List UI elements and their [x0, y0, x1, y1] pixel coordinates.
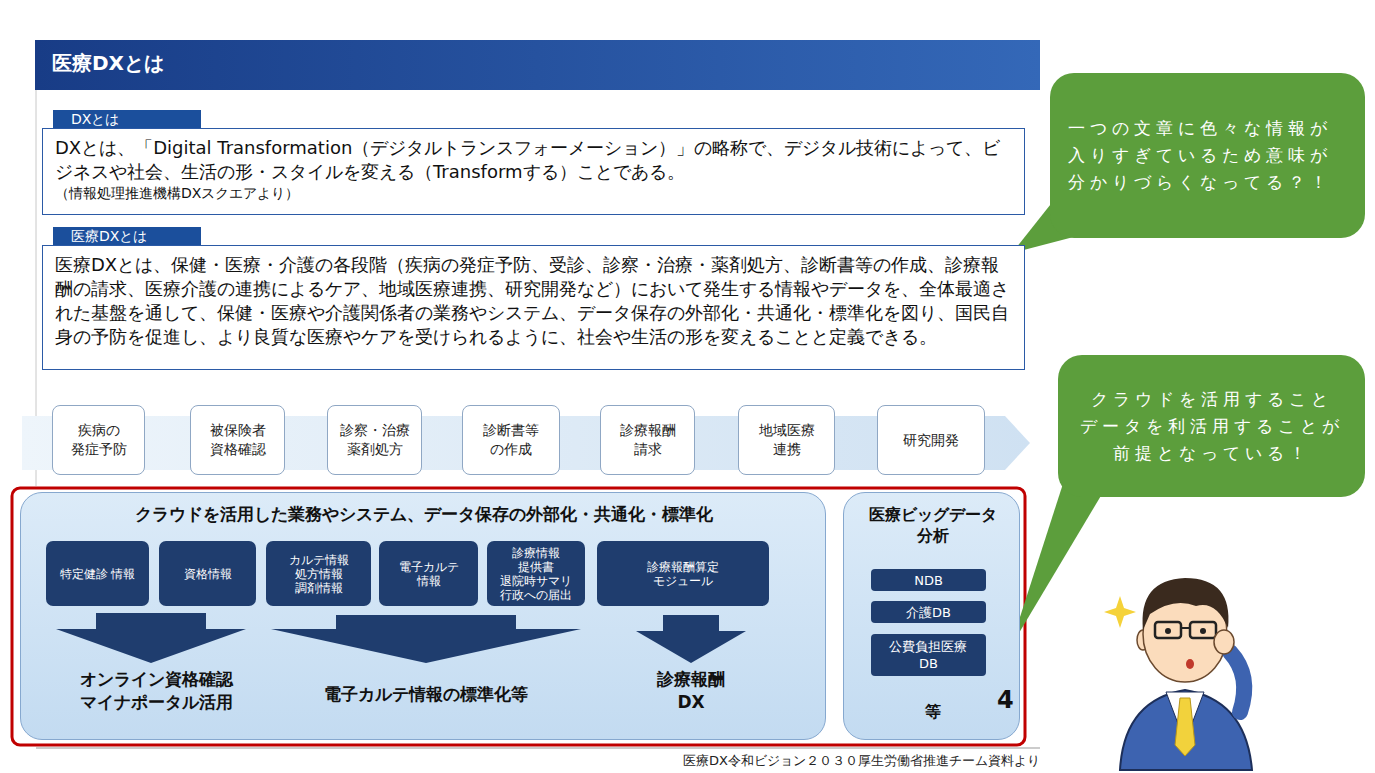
block-arrow [271, 615, 581, 663]
node-label: 公費負担医療 DB [886, 638, 972, 672]
data-item-box: 資格情報 [159, 541, 256, 606]
database-box: 公費負担医療 DB [871, 634, 986, 676]
process-step-box: 診断書等 の作成 [462, 405, 560, 475]
source-note: 医療DX令和ビジョン２０３０厚生労働省推進チーム資料より [540, 752, 1040, 769]
process-step-box: 診察・治療 薬剤処方 [327, 405, 422, 475]
man-arm [1230, 652, 1244, 712]
panel-label: 診療報酬 DX [646, 668, 736, 714]
node-label: 診療報酬算定 モジュール [642, 560, 724, 588]
data-item-box: 特定健診 情報 [46, 541, 149, 606]
definition-box: 医療DXとは医療DXとは、保健・医療・介護の各段階（疾病の発症予防、受診、診察・… [42, 245, 1025, 370]
page-number: 4 [997, 686, 1019, 714]
process-step-box: 地域医療 連携 [738, 405, 835, 475]
process-step-box: 疾病の 発症予防 [52, 405, 145, 475]
data-item-box: 電子カルテ 情報 [379, 541, 478, 606]
body-text: DXとは、「Digital Transformation（デジタルトランスフォー… [55, 136, 1012, 184]
speech-bubble: 一つの文章に色々な情報が入りすぎているため意味が分かりづらくなってる？！ [1050, 73, 1365, 238]
panel-label: オンライン資格確認 マイナポータル活用 [41, 668, 271, 714]
block-arrow [636, 615, 746, 663]
man-tie [1175, 698, 1195, 756]
data-item-box: 診療報酬算定 モジュール [597, 541, 769, 606]
definition-box: DXとはDXとは、「Digital Transformation（デジタルトラン… [42, 128, 1025, 215]
node-label: 診療報酬 請求 [610, 421, 686, 459]
man-glasses [1190, 622, 1216, 638]
man-eye [1165, 628, 1171, 634]
footer-line [36, 748, 1040, 749]
node-label: 電子カルテ 情報 [388, 560, 470, 588]
node-label: クラウドを活用すること データを利活用することが前提となっている！ [1076, 386, 1347, 467]
panel-heading: クラウドを活用した業務やシステム、データ保存の外部化・共通化・標準化 [21, 503, 827, 525]
man-hand [1214, 630, 1234, 654]
database-box: 介護DB [871, 601, 986, 623]
man-suit [1120, 690, 1252, 770]
speech-bubble: クラウドを活用すること データを利活用することが前提となっている！ [1058, 355, 1365, 497]
node-label: 診察・治療 薬剤処方 [337, 421, 413, 459]
panel-heading: 医療ビッグデータ 分析 [844, 504, 1021, 546]
platform-panel: クラウドを活用した業務やシステム、データ保存の外部化・共通化・標準化オンライン資… [20, 492, 826, 740]
node-label: 資格情報 [184, 567, 232, 581]
data-item-box: 診療情報 提供書 退院時サマリ 行政への届出 [487, 541, 585, 606]
sparkle [1104, 596, 1136, 628]
section-tab: DXとは [53, 110, 201, 128]
man-glasses [1155, 622, 1181, 638]
node-label: 疾病の 発症予防 [61, 421, 137, 459]
section-tab: 医療DXとは [53, 227, 201, 245]
man-eye [1200, 628, 1206, 634]
data-item-box: カルテ情報 処方情報 調剤情報 [266, 541, 371, 606]
panel-label: 電子カルテ情報の標準化等 [266, 683, 586, 706]
highlight-frame [12, 488, 1025, 745]
panel-label: 等 [844, 701, 1021, 722]
node-label: 一つの文章に色々な情報が入りすぎているため意味が分かりづらくなってる？！ [1068, 115, 1347, 196]
process-step-box: 研究開発 [877, 405, 985, 475]
title-bar [35, 40, 1040, 90]
node-label: 診療情報 提供書 退院時サマリ 行政への届出 [495, 546, 577, 602]
node-label: 被保険者 資格確認 [200, 421, 276, 459]
node-label: 特定健診 情報 [60, 567, 136, 581]
man-mouth [1186, 659, 1194, 669]
slide-title: 医療DXとは [52, 50, 164, 77]
process-step-box: 被保険者 資格確認 [190, 405, 285, 475]
block-arrow [56, 613, 246, 663]
bigdata-panel: 医療ビッグデータ 分析等 NDB 介護DB 公費負担医療 DB [843, 492, 1020, 740]
body-text: 医療DXとは、保健・医療・介護の各段階（疾病の発症予防、受診、診察・治療・薬剤処… [55, 253, 1012, 349]
node-label: NDB [914, 572, 943, 589]
database-box: NDB [871, 569, 986, 591]
node-label: 地域医療 連携 [749, 421, 825, 459]
node-label: 診断書等 の作成 [473, 421, 549, 459]
process-step-box: 診療報酬 請求 [600, 405, 695, 475]
node-label: 研究開発 [903, 431, 959, 450]
node-label: カルテ情報 処方情報 調剤情報 [278, 553, 360, 595]
man-glasses [1181, 627, 1190, 629]
node-label: 介護DB [906, 604, 951, 621]
source-text: （情報処理推進機構DXスクエアより） [55, 184, 1012, 202]
